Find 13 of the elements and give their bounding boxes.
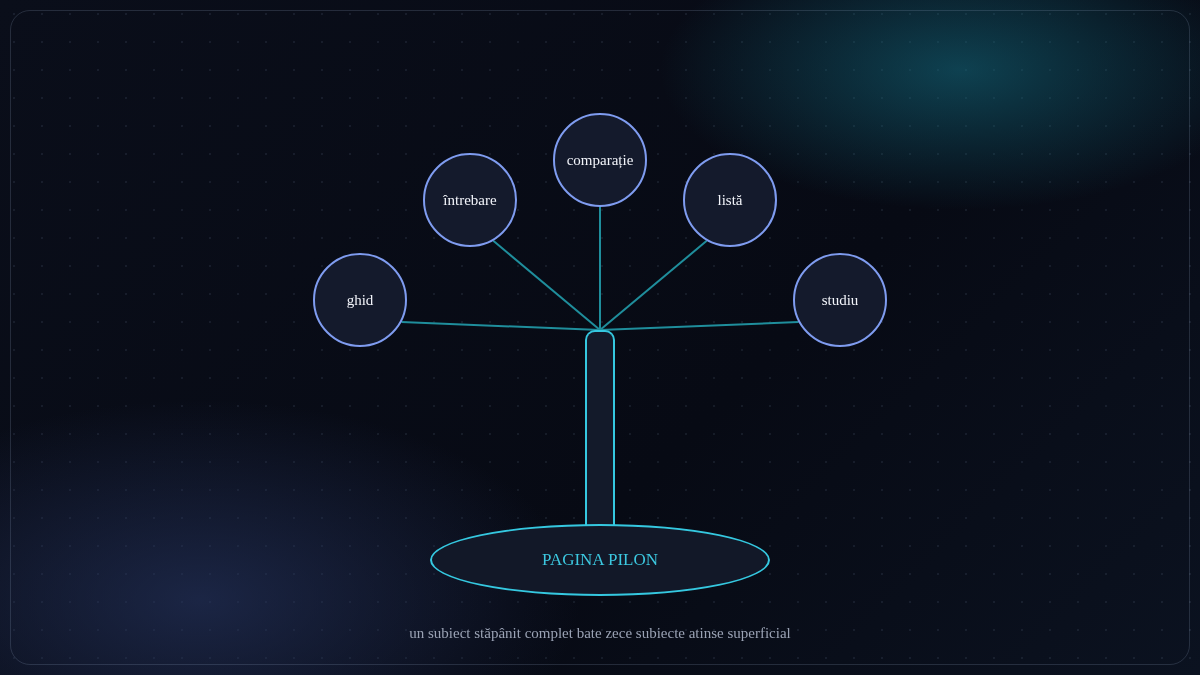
connector-line	[599, 239, 708, 331]
topic-label: întrebare	[443, 191, 497, 209]
topic-label: listă	[717, 191, 743, 209]
topic-label: studiu	[821, 291, 859, 309]
connector-line	[492, 239, 601, 331]
caption: un subiect stăpânit complet bate zece subiecte atinse superficial	[408, 625, 792, 642]
pillar-page-label: PAGINA PILON	[542, 550, 658, 570]
connector-line	[599, 321, 800, 331]
connector-line	[599, 206, 601, 331]
topic-label: ghid	[346, 291, 374, 309]
topic-label: comparație	[566, 151, 634, 169]
pillar-column	[585, 330, 615, 526]
connector-line	[400, 321, 601, 331]
